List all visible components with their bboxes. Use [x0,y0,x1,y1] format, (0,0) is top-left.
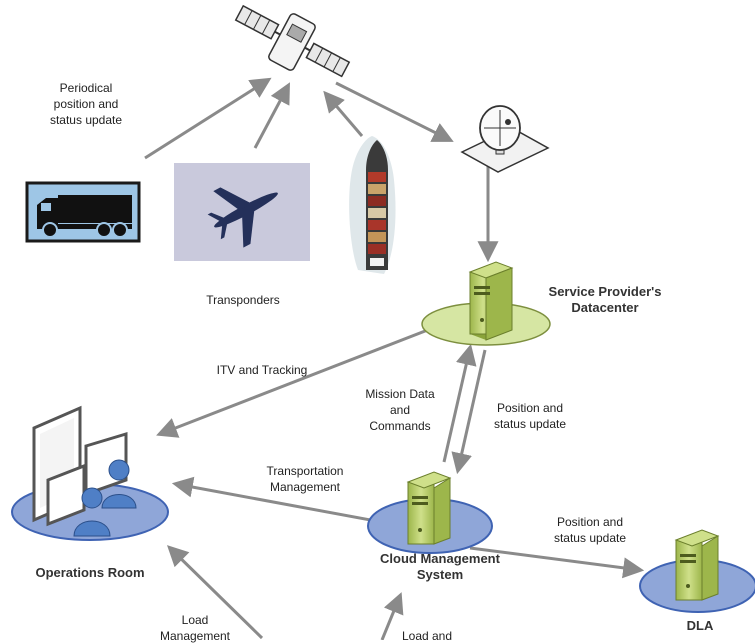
satellite-dish-icon [460,105,550,173]
arrow-cloud-to-datacenter [442,343,477,463]
label-transponders: Transponders [206,293,280,307]
arrow-plane-to-satellite [253,82,290,149]
label-transportation-management: Transportation Management [266,464,344,494]
label-cloud-management-system: Cloud Management System [380,551,500,582]
satellite-icon [234,4,351,78]
label-operations-room: Operations Room [35,565,145,580]
arrows [144,77,645,640]
label-position-status-datacenter: Position and status update [493,401,567,431]
label-mission-data: Mission Data and Commands [365,387,435,433]
arrow-datacenter-to-operations [156,324,439,438]
operations-room-icon [11,405,169,541]
arrow-ship-to-satellite [323,90,364,137]
arrow-datacenter-to-cloud [451,349,487,475]
arrow-cloud-to-dla [469,546,645,579]
cloud-management-server-icon [367,471,493,554]
truck-icon [25,181,141,243]
arrow-truck-to-satellite [144,77,272,160]
airplane-icon [174,163,310,261]
label-load-management: Load Management [159,613,231,643]
label-periodical-update: Periodical position and status update [49,81,123,127]
arrow-load-to-operations [166,545,264,640]
arrow-cloud-to-operations [171,476,393,526]
arrow-satellite-to-dish [335,81,454,142]
label-dla: DLA [686,618,714,633]
label-load-and: Load and [401,629,453,643]
label-service-provider-datacenter: Service Provider's Datacenter [548,284,662,315]
arrow-load-to-cloud [380,592,404,640]
datacenter-server-icon [421,261,551,346]
dla-server-icon [639,529,755,613]
container-ship-icon [349,136,396,274]
label-itv-tracking: ITV and Tracking [216,363,308,377]
label-position-status-dla: Position and status update [553,515,627,545]
